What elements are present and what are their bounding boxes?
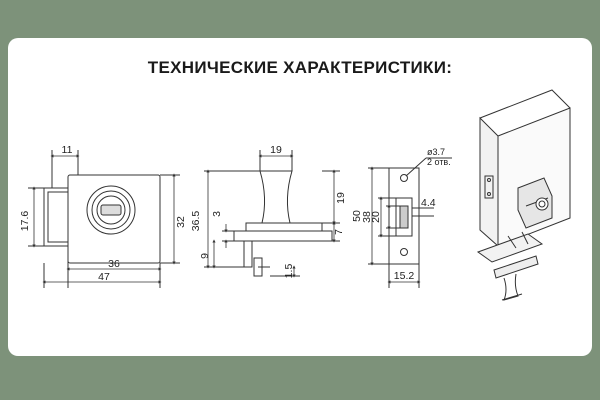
front-dim-right: 32 bbox=[175, 216, 187, 228]
lock-side-view-icon bbox=[204, 150, 340, 277]
front-dim-bottom-outer: 47 bbox=[98, 271, 110, 283]
strike-dim-4-4: 4.4 bbox=[421, 197, 436, 209]
lock-front-view-icon bbox=[28, 150, 180, 288]
strike-dim-20: 20 bbox=[370, 211, 382, 223]
strike-hole-note: 2 отв. bbox=[427, 157, 451, 167]
technical-drawing: 11 17.6 32 36 47 bbox=[19, 89, 571, 301]
spec-card: ТЕХНИЧЕСКИЕ ХАРАКТЕРИСТИКИ: bbox=[8, 38, 592, 356]
strike-dim-50: 50 bbox=[351, 210, 363, 222]
side-dim-3: 3 bbox=[211, 211, 223, 217]
strike-dim-hole: ø3.7 bbox=[427, 147, 445, 157]
spec-title: ТЕХНИЧЕСКИЕ ХАРАКТЕРИСТИКИ: bbox=[147, 58, 453, 77]
side-dim-1-5: 1.5 bbox=[283, 264, 295, 279]
side-dim-total: 36.5 bbox=[190, 211, 202, 232]
front-dim-bottom-inner: 36 bbox=[108, 258, 120, 270]
side-dim-top: 19 bbox=[270, 144, 282, 156]
side-dim-9: 9 bbox=[199, 253, 211, 259]
front-dim-left: 17.6 bbox=[19, 211, 31, 232]
strike-dim-38: 38 bbox=[361, 211, 373, 223]
side-dim-19: 19 bbox=[335, 192, 347, 204]
front-dim-top: 11 bbox=[62, 144, 73, 156]
isometric-mount-icon bbox=[476, 89, 571, 301]
side-dim-7: 7 bbox=[333, 229, 345, 235]
strike-dim-15-2: 15.2 bbox=[394, 270, 415, 282]
